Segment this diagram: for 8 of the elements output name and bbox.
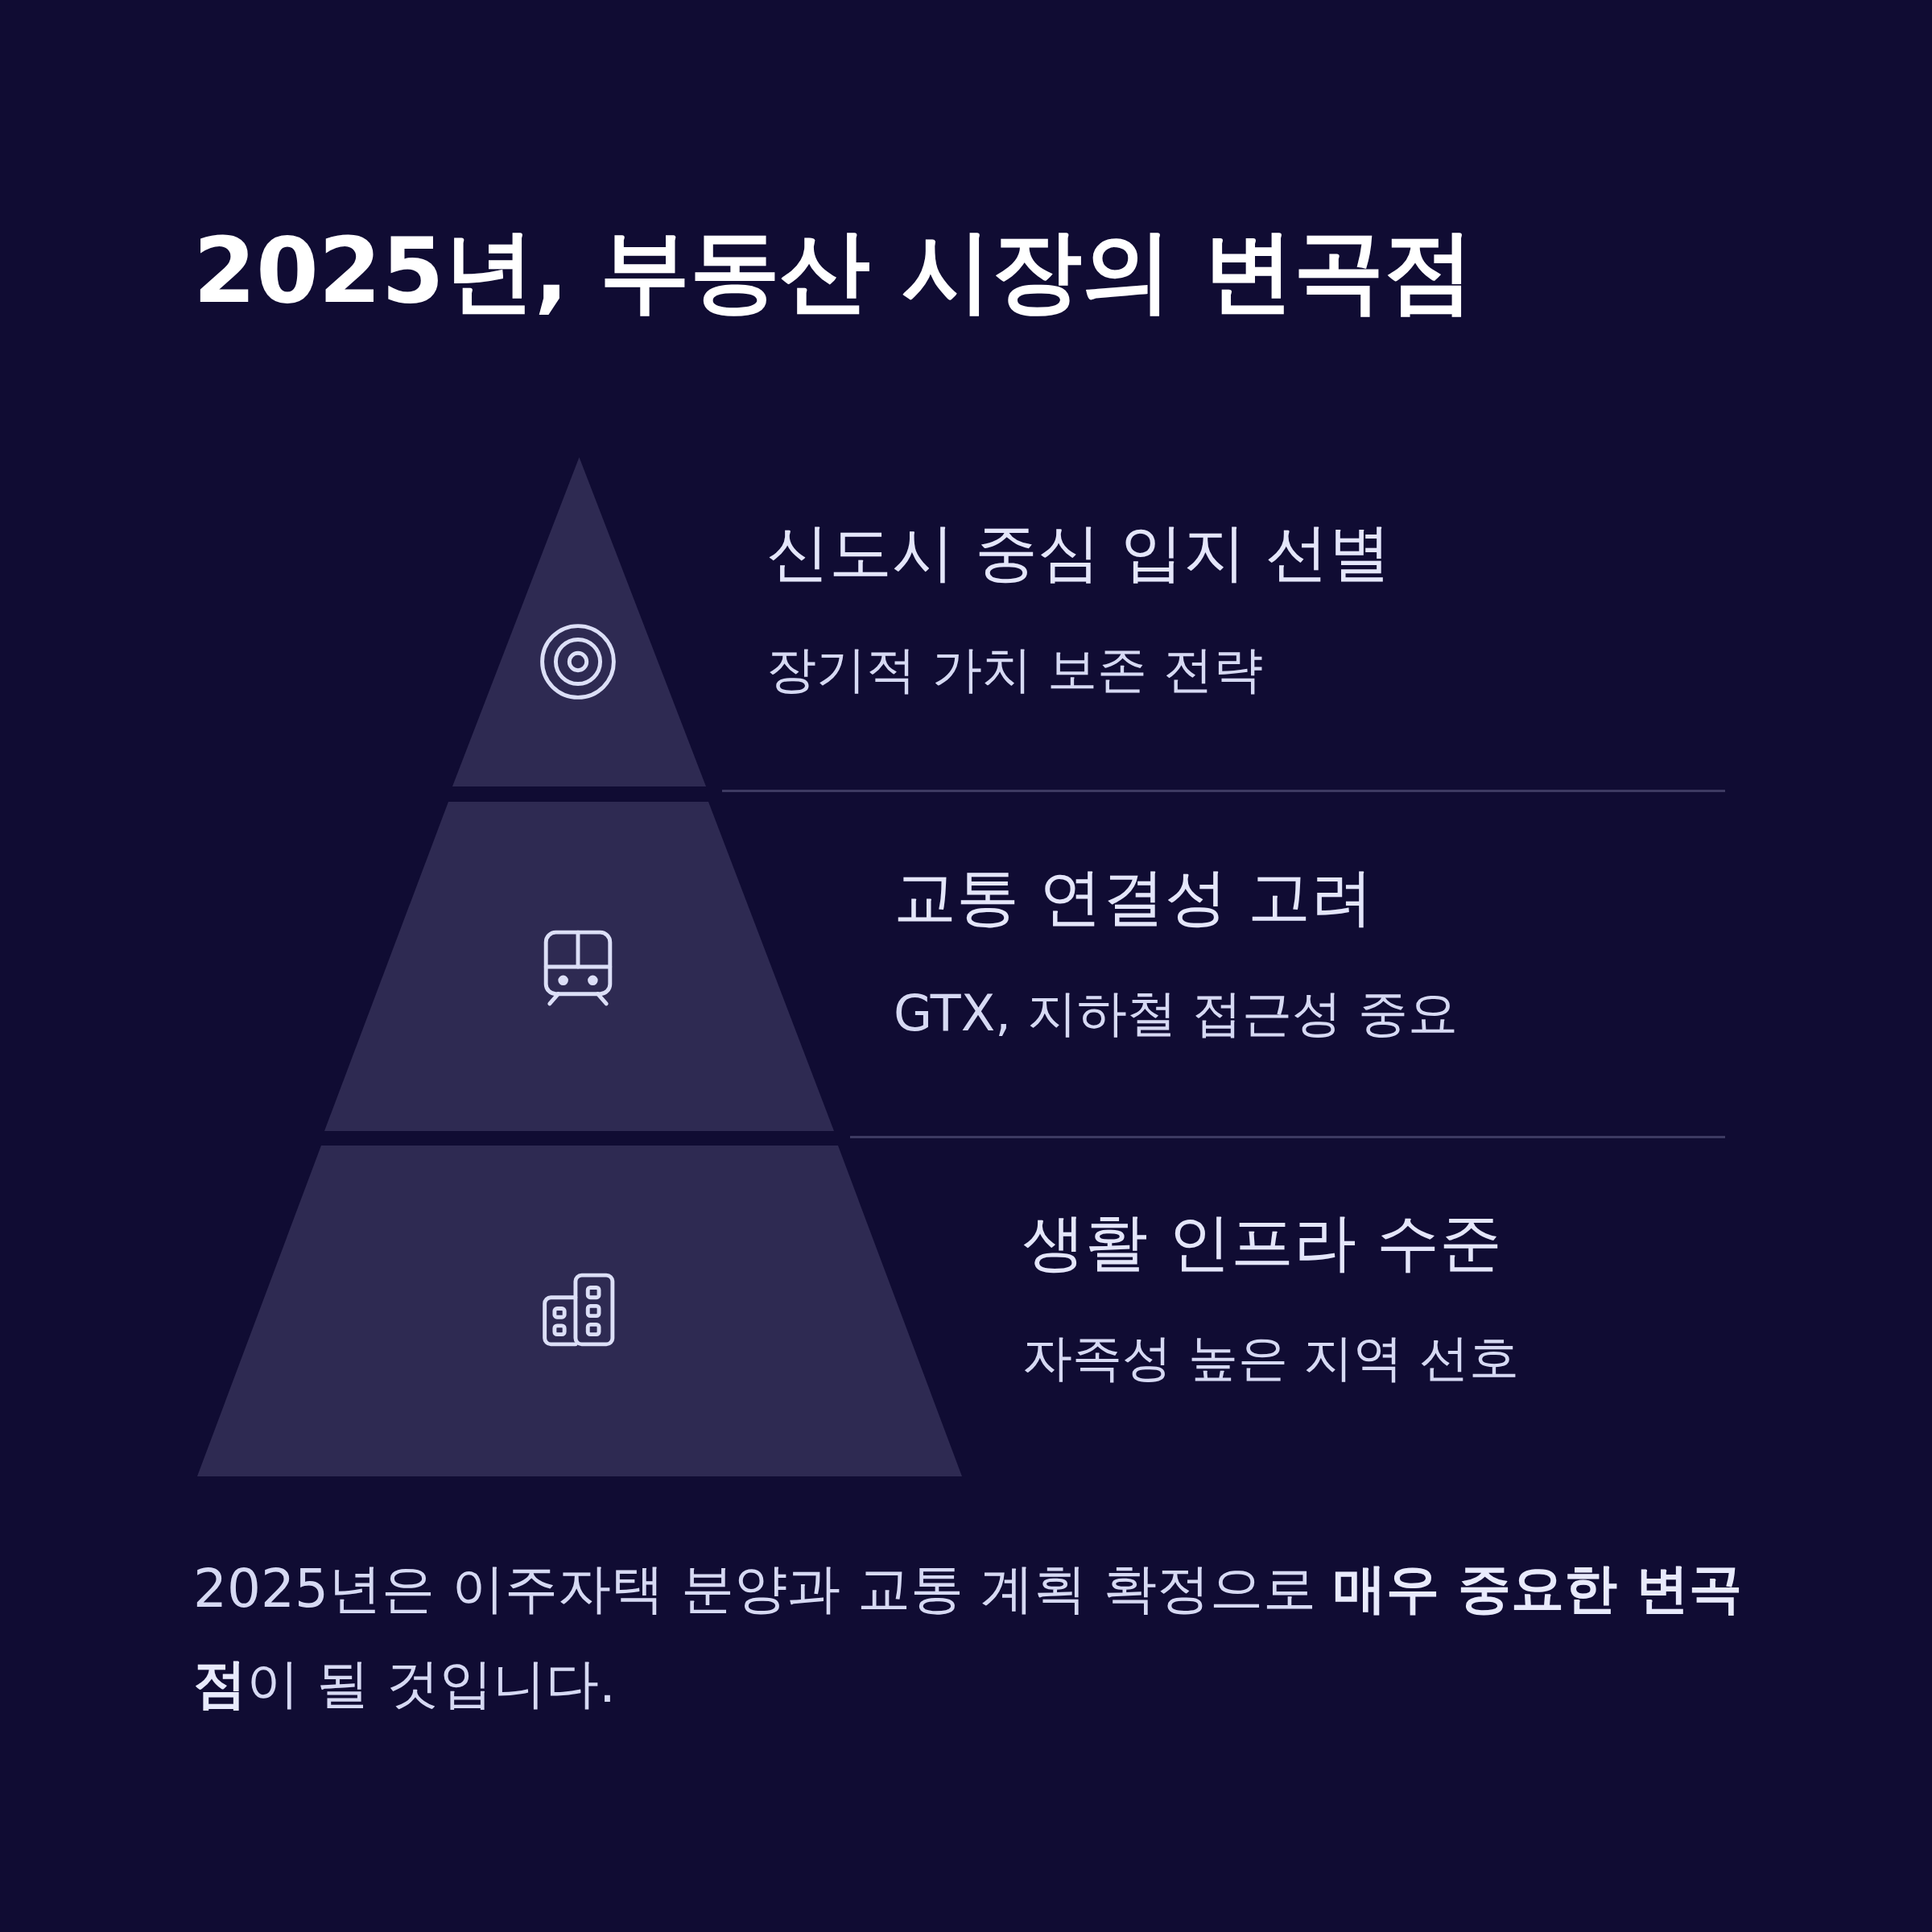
tier-heading: 교통 연결성 고려 bbox=[894, 860, 1373, 935]
tier-heading: 신도시 중심 입지 선별 bbox=[766, 515, 1392, 590]
title: 2025년, 부동산 시장의 변곡점 bbox=[193, 217, 1475, 324]
tier-description: 장기적 가치 보존 전략 bbox=[766, 640, 1264, 700]
tier-description: GTX, 지하철 접근성 중요 bbox=[894, 984, 1458, 1044]
tier-description: 자족성 높은 지역 선호 bbox=[1022, 1328, 1520, 1389]
tier-heading: 생활 인프라 수준 bbox=[1022, 1205, 1502, 1280]
caption-text: 2025년은 이주자택 분양과 교통 계획 확정으로 매우 중요한 변곡점이 될 것입니다. bbox=[193, 1557, 1743, 1716]
